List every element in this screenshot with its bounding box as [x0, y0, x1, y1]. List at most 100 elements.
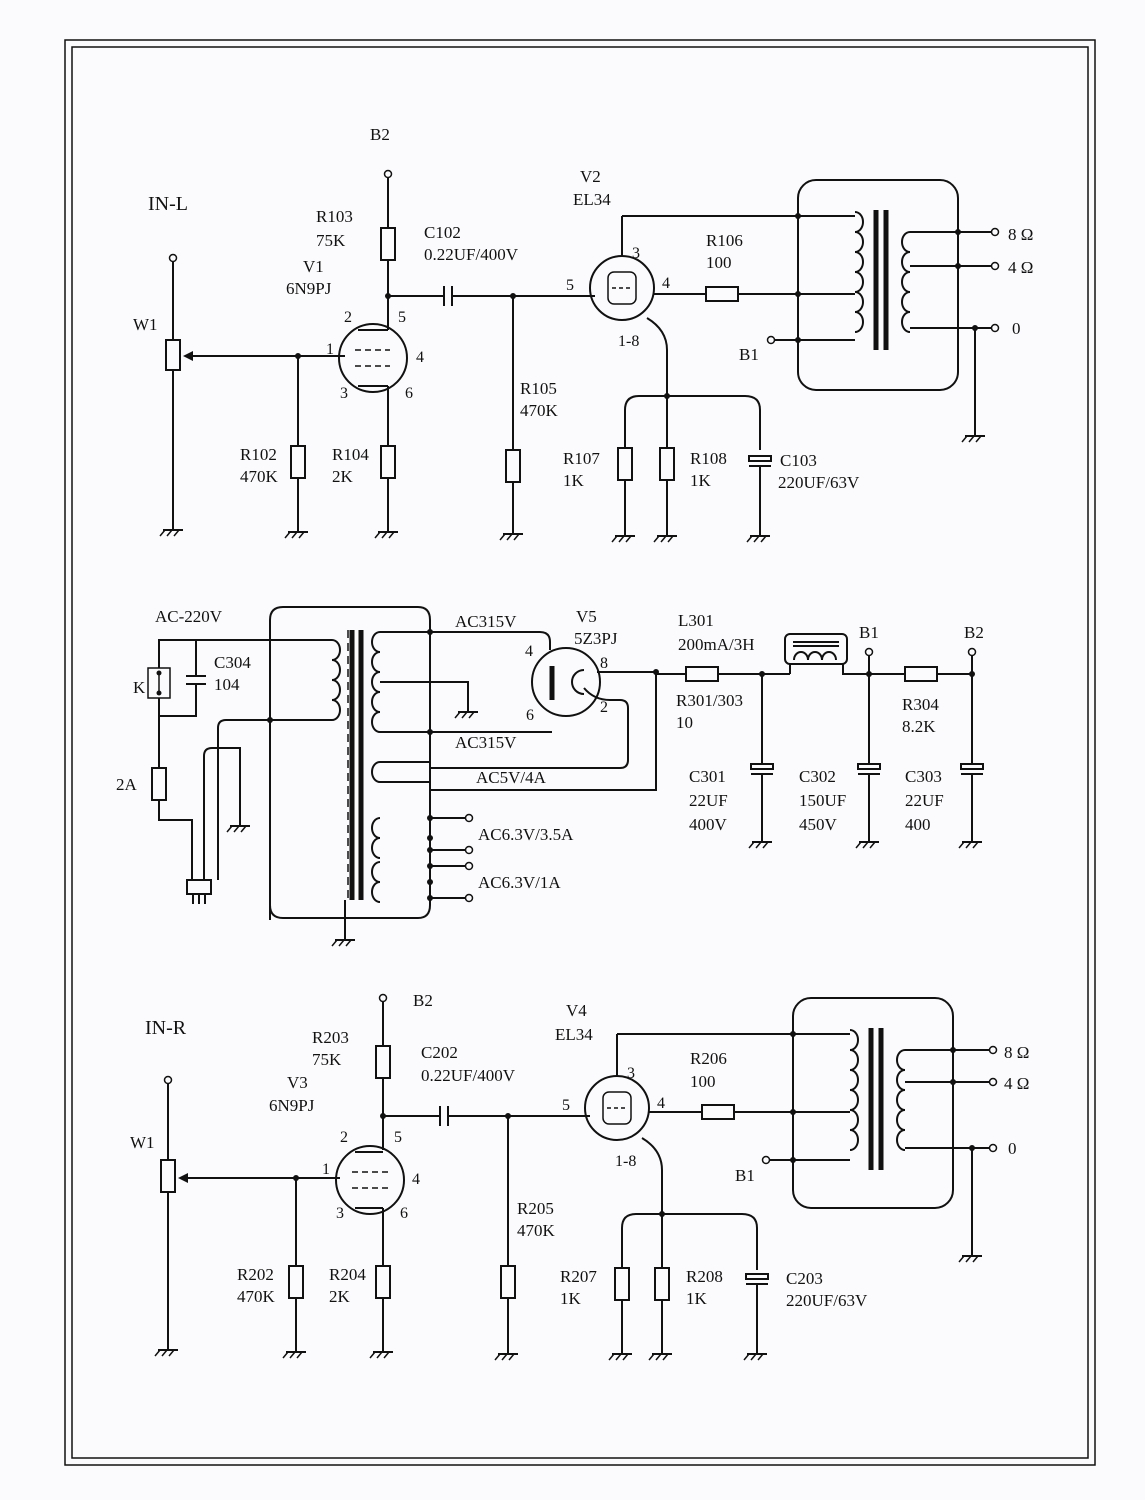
potentiometer-w1-right — [160, 1159, 176, 1193]
resistor-r102 — [290, 445, 306, 479]
r105-value: 470K — [520, 401, 559, 420]
pin-label: 6 — [526, 707, 534, 724]
c103-value: 220UF/63V — [778, 473, 860, 492]
pin-label: 4 — [657, 1095, 665, 1112]
capacitor-c103 — [748, 455, 772, 462]
output-transformer-right — [792, 997, 954, 1209]
c102-value: 0.22UF/400V — [424, 245, 519, 264]
pin-label: 4 — [416, 349, 424, 366]
v4-type: EL34 — [555, 1025, 593, 1044]
pin-label: 4 — [525, 643, 533, 660]
out-4ohm-right: 4 Ω — [1004, 1074, 1029, 1093]
r102-label: R102 — [240, 445, 277, 464]
pin-label: 3 — [627, 1065, 635, 1082]
pin-label: 6 — [405, 385, 413, 402]
power-supply: AC-220V K C304 104 2A — [116, 606, 984, 947]
pin-label: 4 — [412, 1171, 420, 1188]
pin-label: 4 — [662, 275, 670, 292]
r107-value: 1K — [563, 471, 585, 490]
resistor-r104 — [380, 445, 396, 479]
b2-right-label: B2 — [413, 991, 433, 1010]
v4-label: V4 — [566, 1001, 587, 1020]
r206-value: 100 — [690, 1072, 716, 1091]
c202-value: 0.22UF/400V — [421, 1066, 516, 1085]
c303-volt: 400 — [905, 815, 931, 834]
c203-label: C203 — [786, 1269, 823, 1288]
v5-type: 5Z3PJ — [574, 629, 618, 648]
resistor-r205 — [500, 1265, 516, 1299]
input-right-label: IN-R — [145, 1017, 187, 1039]
r204-label: R204 — [329, 1265, 366, 1284]
mains-plug — [186, 879, 212, 895]
r205-label: R205 — [517, 1199, 554, 1218]
pot-label: W1 — [133, 315, 158, 334]
c302-label: C302 — [799, 767, 836, 786]
c304-label: C304 — [214, 653, 251, 672]
v1-label: V1 — [303, 257, 324, 276]
pot-label-right: W1 — [130, 1133, 155, 1152]
r304-value: 8.2K — [902, 717, 936, 736]
sec-ac5v: AC5V/4A — [476, 768, 547, 787]
r202-label: R202 — [237, 1265, 274, 1284]
sec-ac63v-a: AC6.3V/3.5A — [478, 825, 574, 844]
rectifier-v5 — [531, 647, 601, 717]
out-8ohm: 8 Ω — [1008, 225, 1033, 244]
v2-type: EL34 — [573, 190, 611, 209]
r207-label: R207 — [560, 1267, 597, 1286]
power-transformer — [269, 606, 431, 920]
r202-value: 470K — [237, 1287, 276, 1306]
c303-cap: 22UF — [905, 791, 944, 810]
output-transformer-left — [797, 179, 959, 391]
pin-label: 6 — [400, 1205, 408, 1222]
resistor-r202 — [288, 1265, 304, 1299]
c103-label: C103 — [780, 451, 817, 470]
r105-label: R105 — [520, 379, 557, 398]
pin-label: 1-8 — [618, 333, 639, 350]
resistor-r207 — [614, 1267, 630, 1301]
pin-label: 2 — [344, 309, 352, 326]
tube-v1 — [338, 323, 408, 393]
r301-label: R301/303 — [676, 691, 743, 710]
r304-label: R304 — [902, 695, 939, 714]
outer-frame — [64, 39, 1096, 1466]
ac-label: AC-220V — [155, 607, 223, 626]
v2-label: V2 — [580, 167, 601, 186]
pin-label: 8 — [600, 655, 608, 672]
l301-value: 200mA/3H — [678, 635, 755, 654]
input-left-label: IN-L — [148, 193, 188, 215]
b2-label: B2 — [370, 125, 390, 144]
resistor-r301 — [685, 666, 719, 682]
b1-right-label: B1 — [735, 1166, 755, 1185]
sec-ac63v-b: AC6.3V/1A — [478, 873, 561, 892]
pin-label: 1-8 — [615, 1153, 636, 1170]
b2-supply-label: B2 — [964, 623, 984, 642]
sec-ac315v-bottom: AC315V — [455, 733, 517, 752]
c302-cap: 150UF — [799, 791, 846, 810]
pin-label: 3 — [340, 385, 348, 402]
out-8ohm-right: 8 Ω — [1004, 1043, 1029, 1062]
r108-value: 1K — [690, 471, 712, 490]
r103-label: R103 — [316, 207, 353, 226]
left-channel: IN-L W1 R102 470K B2 R103 75K V1 6N9PJ — [133, 125, 1033, 543]
c302-volt: 450V — [799, 815, 838, 834]
resistor-r108 — [659, 447, 675, 481]
switch-label: K — [133, 678, 146, 697]
c301-label: C301 — [689, 767, 726, 786]
resistor-r304 — [904, 666, 938, 682]
r104-label: R104 — [332, 445, 369, 464]
c304-value: 104 — [214, 675, 240, 694]
resistor-r203 — [375, 1045, 391, 1079]
out-0-right: 0 — [1008, 1139, 1017, 1158]
r107-label: R107 — [563, 449, 600, 468]
r108-label: R108 — [690, 449, 727, 468]
pin-label: 3 — [336, 1205, 344, 1222]
pin-label: 5 — [562, 1097, 570, 1114]
r301-value: 10 — [676, 713, 693, 732]
c202-label: C202 — [421, 1043, 458, 1062]
out-4ohm: 4 Ω — [1008, 258, 1033, 277]
tube-v3 — [335, 1145, 405, 1215]
v1-type: 6N9PJ — [286, 279, 332, 298]
c301-cap: 22UF — [689, 791, 728, 810]
pin-label: 2 — [600, 699, 608, 716]
resistor-r103 — [380, 227, 396, 261]
